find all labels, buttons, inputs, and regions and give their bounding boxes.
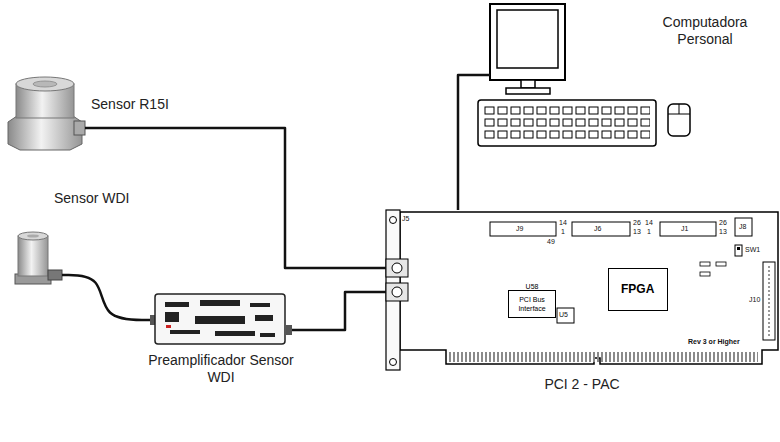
cable (62, 275, 150, 320)
board-marking: J10 (749, 296, 760, 304)
preamplifier-picture (150, 294, 292, 344)
chip-box: U58PCI Bus Interface (508, 290, 556, 318)
computer-icon (478, 4, 690, 146)
node-label: Preamplificador Sensor WDI (145, 352, 297, 386)
node-label: PCI 2 - PAC (386, 376, 778, 393)
chip-designator: U58 (509, 282, 555, 291)
board-marking: 13 (633, 228, 641, 236)
board-marking: J8 (739, 223, 746, 231)
chip-label: FPGA (621, 282, 655, 296)
board-marking: J6 (594, 225, 601, 233)
board-marking: 26 (719, 219, 727, 227)
pci-board-drawing (386, 210, 778, 370)
cable (292, 292, 386, 330)
node-label: Sensor R15I (91, 96, 169, 113)
sensor-wdi-picture (15, 232, 62, 284)
board-marking: SW1 (745, 246, 760, 254)
board-marking: 1 (561, 228, 565, 236)
board-marking: 14 (559, 219, 567, 227)
cable (85, 128, 386, 268)
chip-box: FPGA (608, 268, 668, 311)
board-marking: 14 (645, 219, 653, 227)
node-label: Computadora Personal (637, 14, 773, 48)
board-marking: 1 (647, 228, 651, 236)
board-marking: 26 (633, 219, 641, 227)
board-marking: J1 (681, 225, 688, 233)
sensor-node: Sensor WDI (12, 228, 62, 290)
sensor-node: Sensor R15I (5, 72, 85, 150)
chip-label: PCI Bus Interface (509, 295, 555, 313)
cable (458, 75, 490, 210)
board-marking: U5 (559, 311, 568, 319)
node-label: Sensor WDI (54, 190, 129, 207)
board-marking: 13 (719, 228, 727, 236)
board-marking: Rev 3 or Higher (688, 338, 740, 346)
board-marking: 49 (547, 238, 555, 246)
board-marking: J9 (516, 225, 523, 233)
sensor-r15i-picture (8, 77, 85, 150)
computer-node: Computadora Personal (490, 2, 775, 150)
preamplifier-node: Preamplificador Sensor WDI (150, 290, 292, 346)
board-marking: J5 (402, 215, 409, 223)
